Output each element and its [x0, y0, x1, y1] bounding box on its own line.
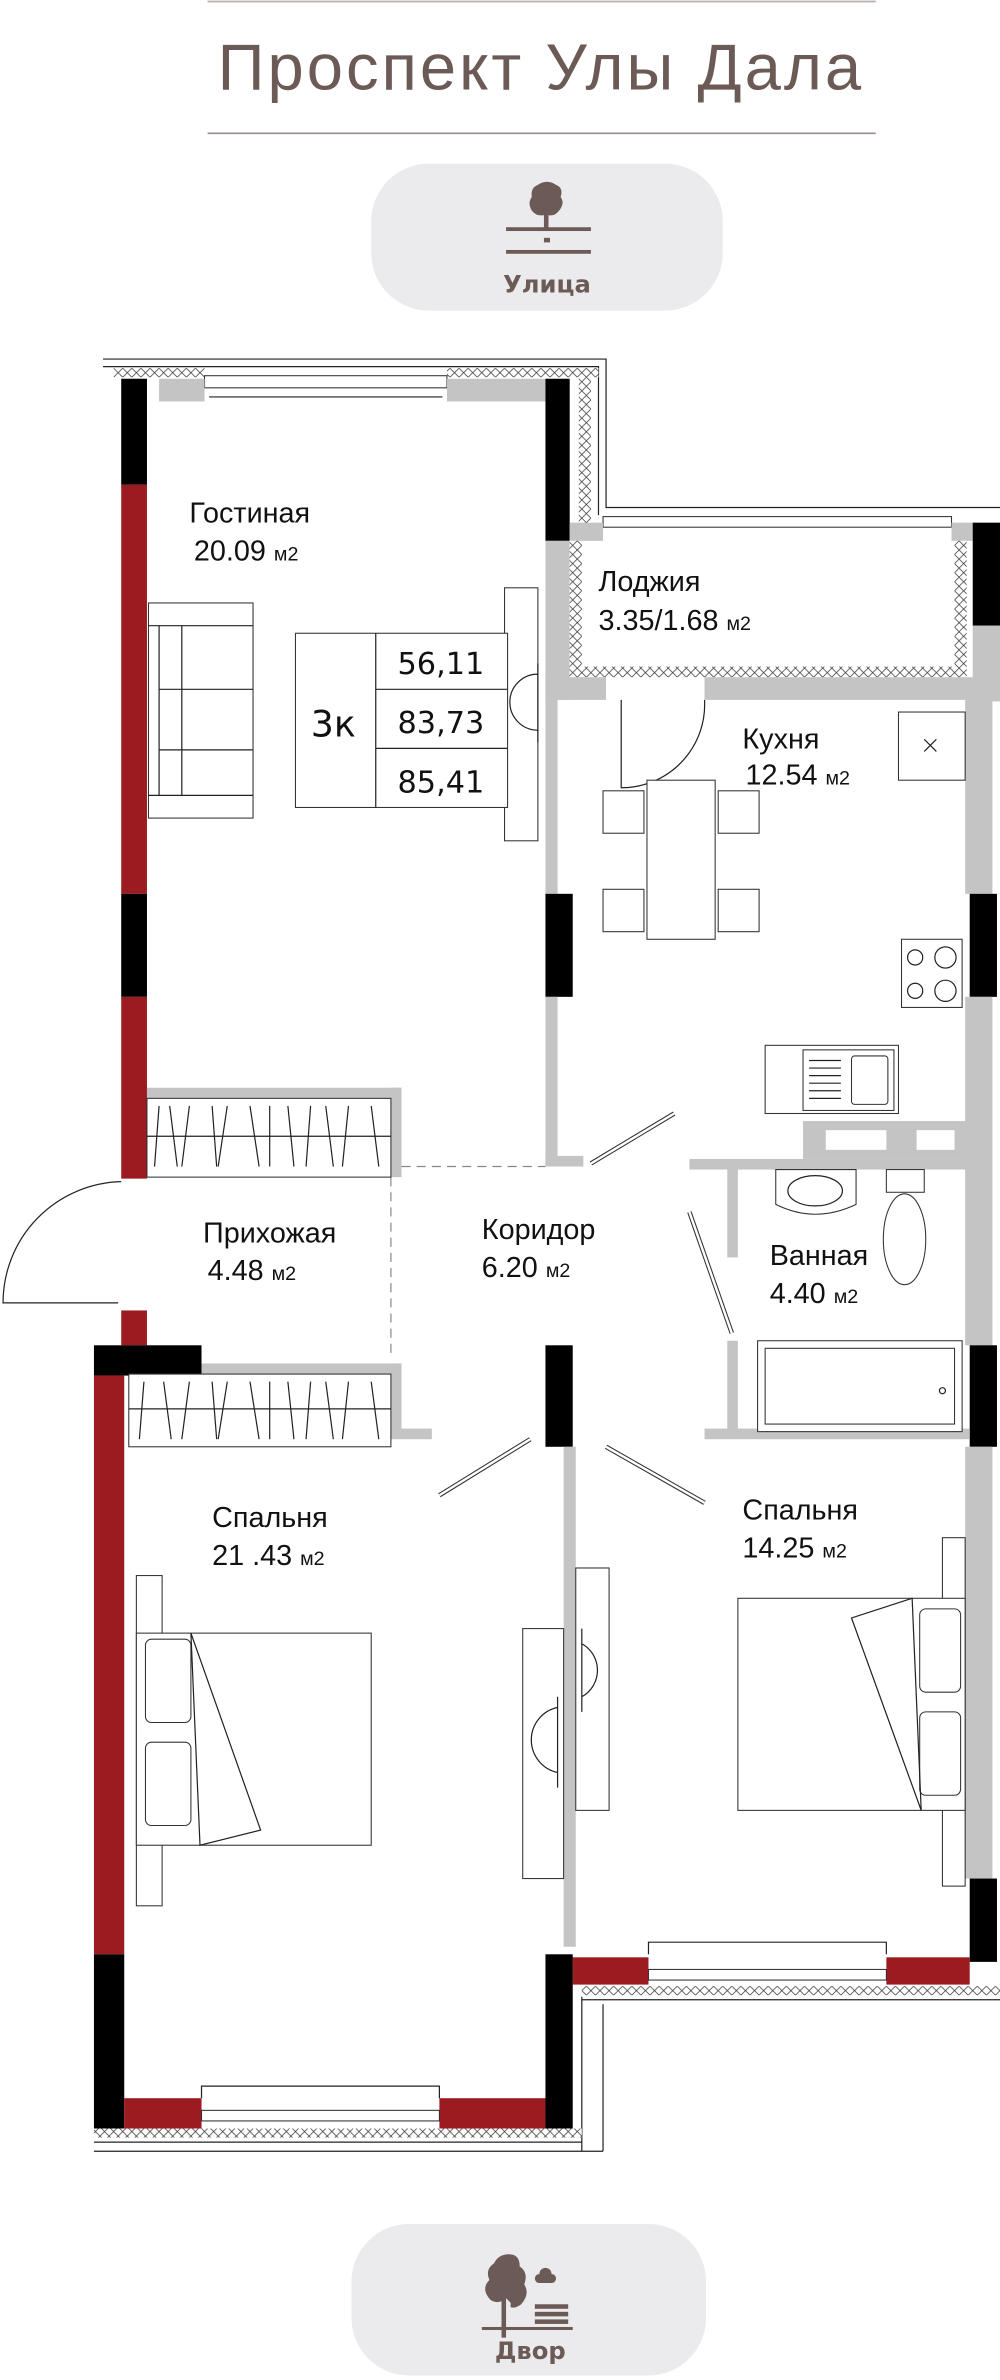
room-name-bathroom: Ванная	[770, 1240, 869, 1272]
loggia-door	[620, 699, 706, 789]
tv-unit-bedroom2	[575, 1567, 610, 1811]
exterior-walls	[93, 358, 1000, 2152]
room-count: 3к	[311, 702, 356, 745]
bed-bedroom1	[135, 1575, 372, 1907]
yard-label: Двор	[495, 2336, 566, 2365]
bed-bedroom2	[737, 1537, 966, 1887]
tv-unit-bedroom1	[522, 1628, 565, 1880]
header: Проспект Улы Дала	[207, 0, 876, 135]
room-name-living: Гостиная	[189, 498, 310, 530]
bathtub	[757, 1340, 963, 1433]
room-area-hall: 4.48 м2	[208, 1255, 297, 1287]
page-title: Проспект Улы Дала	[218, 30, 864, 103]
loggia-window	[602, 516, 953, 528]
total-area-with-loggia-value: 85,41	[398, 765, 485, 800]
room-area-kitchen: 12.54 м2	[745, 760, 849, 792]
street-label: Улица	[503, 269, 591, 298]
room-name-kitchen: Кухня	[742, 723, 819, 755]
wardrobe-bedroom	[128, 1373, 392, 1448]
tv-unit-living	[504, 587, 539, 842]
room-area-bedroom2: 14.25 м2	[742, 1532, 846, 1564]
room-area-corridor: 6.20 м2	[482, 1252, 571, 1284]
entrance-door	[2, 1181, 122, 1304]
living-area-value: 56,11	[398, 647, 485, 682]
kitchen-cabinet	[764, 711, 966, 1115]
dining-table	[602, 779, 760, 940]
washbasin	[775, 1169, 857, 1215]
room-name-bedroom2: Спальня	[742, 1495, 858, 1527]
sofa	[147, 602, 254, 819]
room-name-loggia: Лоджия	[598, 566, 700, 598]
tree-bench-icon	[481, 2254, 573, 2338]
living-window	[204, 375, 448, 389]
room-name-bedroom1: Спальня	[212, 1502, 328, 1534]
wardrobe-living	[146, 1097, 392, 1178]
tree-on-road-icon	[506, 181, 591, 254]
toilet	[882, 1169, 927, 1286]
room-name-hall: Прихожая	[203, 1217, 336, 1249]
furniture	[128, 587, 966, 1907]
room-name-corridor: Коридор	[482, 1214, 596, 1246]
room-area-living: 20.09 м2	[194, 536, 298, 568]
room-area-bathroom: 4.40 м2	[770, 1278, 859, 1310]
street-orientation-badge: Улица	[371, 163, 723, 311]
room-labels: Гостиная 20.09 м2 Лоджия 3.35/1.68 м2 Ку…	[189, 498, 868, 1572]
room-area-bedroom1: 21 .43 м2	[212, 1540, 324, 1572]
room-area-loggia: 3.35/1.68 м2	[598, 605, 750, 637]
yard-orientation-badge: Двор	[351, 2223, 707, 2376]
apartment-info-box: 3к 56,11 83,73 85,41	[294, 632, 509, 809]
total-area-value: 83,73	[398, 706, 485, 741]
doors	[2, 699, 734, 1505]
